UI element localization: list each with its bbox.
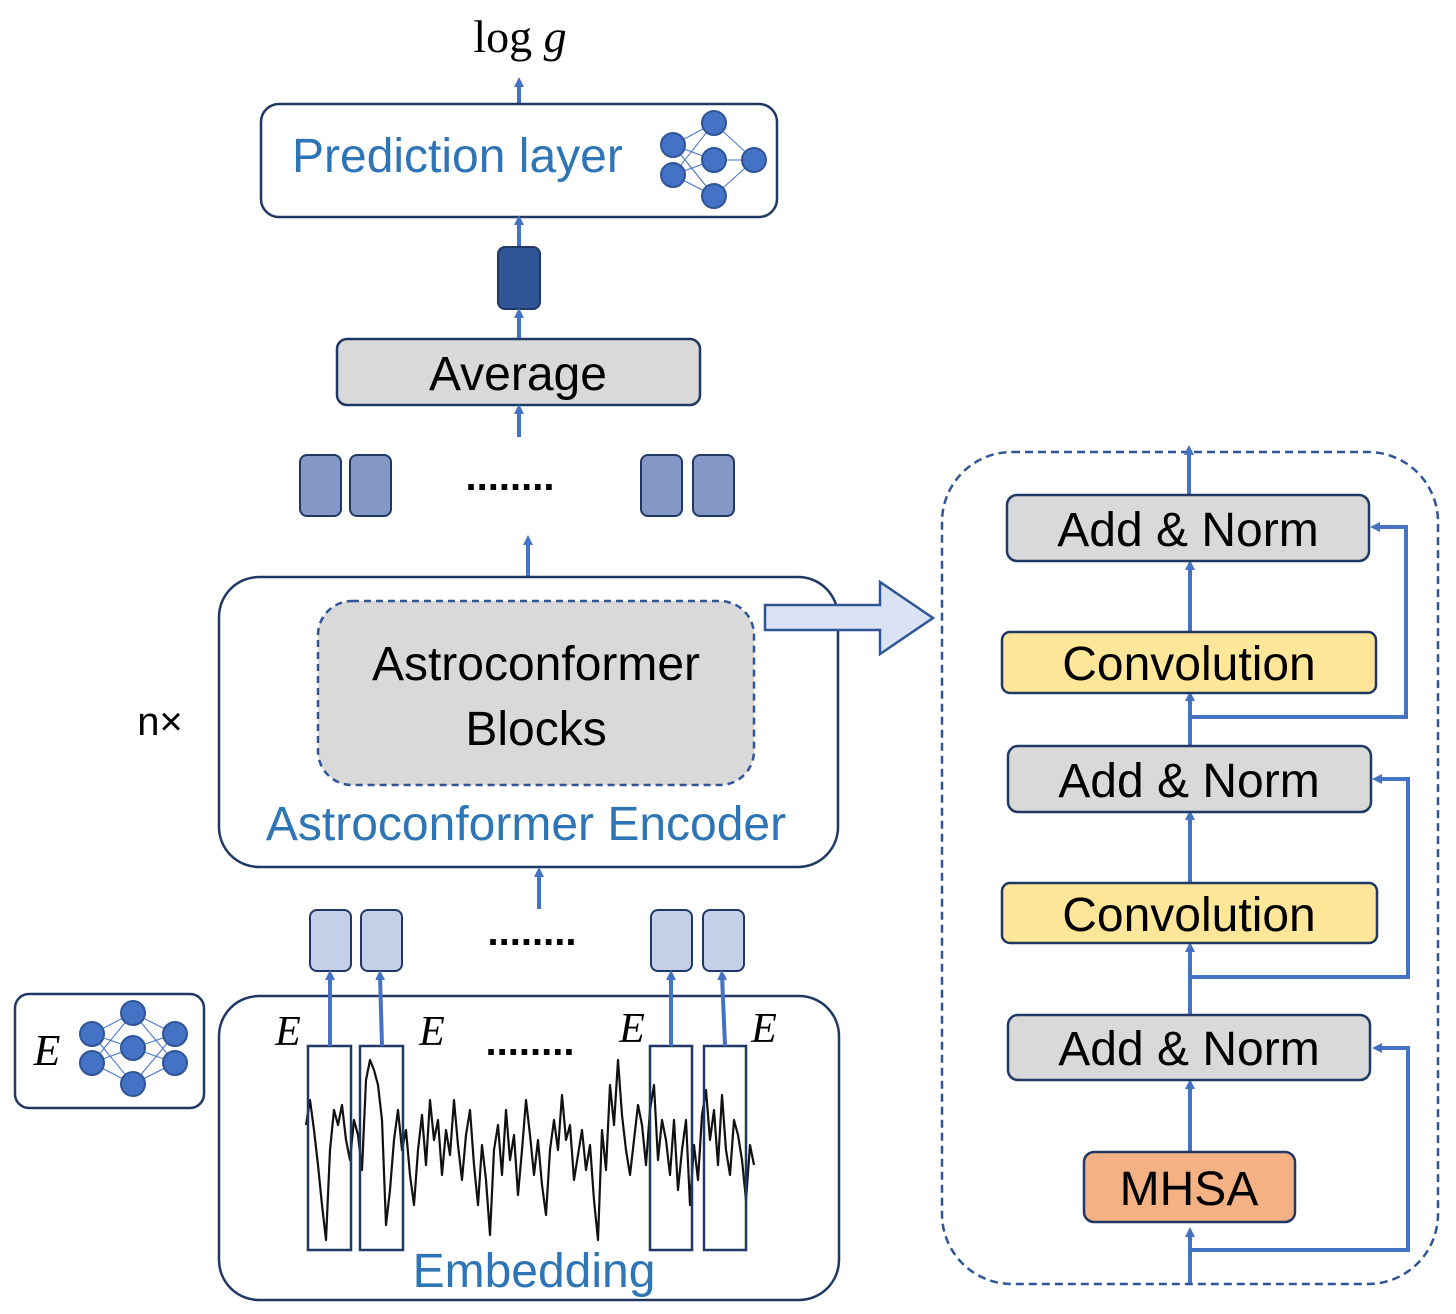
add-norm-label: Add & Norm bbox=[1057, 504, 1318, 557]
embedded-token bbox=[650, 909, 693, 972]
embedded-token bbox=[702, 909, 745, 972]
add-norm-label: Add & Norm bbox=[1058, 755, 1319, 808]
encoder-box: Astroconformer Blocks Astroconformer Enc… bbox=[217, 575, 840, 869]
encoded-tokens-ellipsis: ........ bbox=[466, 455, 555, 499]
encoder-title: Astroconformer Encoder bbox=[266, 798, 786, 851]
encoded-tokens: ........ bbox=[299, 454, 735, 517]
embedded-tokens-ellipsis: ........ bbox=[488, 910, 577, 954]
prediction-layer-box: Prediction layer bbox=[259, 102, 779, 219]
embedding-box: E E E E ........ Embedding bbox=[217, 970, 841, 1302]
average-box: Average bbox=[335, 337, 702, 407]
embedding-ellipsis: ........ bbox=[486, 1020, 575, 1064]
expand-arrow bbox=[763, 579, 936, 657]
convolution-label: Convolution bbox=[1062, 889, 1316, 942]
prediction-layer-label: Prediction layer bbox=[292, 130, 623, 183]
add-norm-box bbox=[1005, 493, 1371, 563]
encoded-token bbox=[349, 454, 392, 517]
repeat-label: n× bbox=[137, 700, 183, 744]
residual-connection bbox=[1190, 1043, 1410, 1252]
neural-net-icon bbox=[79, 1000, 188, 1097]
light-curve bbox=[304, 1058, 756, 1242]
output-label: log g bbox=[473, 11, 566, 62]
output-log: log bbox=[473, 11, 532, 62]
patch-arrow bbox=[717, 970, 728, 1047]
embedded-token bbox=[309, 909, 352, 972]
blocks-line-1: Astroconformer bbox=[372, 638, 700, 691]
encoded-token bbox=[640, 454, 683, 517]
residual-connection bbox=[1190, 774, 1410, 979]
patch-embed-symbol: E bbox=[274, 1009, 301, 1055]
astroconformer-blocks-box bbox=[316, 599, 756, 787]
output-g: g bbox=[544, 11, 567, 62]
average-label: Average bbox=[429, 348, 607, 401]
pooled-token bbox=[497, 246, 541, 310]
residual-connection bbox=[1190, 522, 1408, 719]
encoded-token bbox=[299, 454, 342, 517]
add-norm-label: Add & Norm bbox=[1058, 1023, 1319, 1076]
patch-embed-symbol: E bbox=[418, 1009, 445, 1055]
embedded-tokens: ........ bbox=[309, 909, 745, 972]
patch-arrow bbox=[375, 970, 386, 1047]
blocks-line-2: Blocks bbox=[465, 703, 606, 756]
embedding-network-legend: E bbox=[13, 992, 206, 1110]
embedding-label: Embedding bbox=[413, 1245, 656, 1298]
encoded-token bbox=[692, 454, 735, 517]
add-norm-box bbox=[1006, 1013, 1372, 1082]
mhsa-box bbox=[1082, 1150, 1297, 1224]
patch-embed-symbol: E bbox=[750, 1006, 777, 1052]
convolution-label: Convolution bbox=[1062, 638, 1316, 691]
mhsa-label: MHSA bbox=[1120, 1163, 1259, 1216]
add-norm-box bbox=[1006, 744, 1373, 814]
embedded-token bbox=[360, 909, 403, 972]
legend-embed-symbol: E bbox=[33, 1026, 61, 1075]
block-detail-panel: Add & Norm Convolution Add & Norm Convol… bbox=[940, 445, 1440, 1286]
neural-net-icon bbox=[660, 110, 767, 209]
convolution-box bbox=[1000, 881, 1379, 945]
patch-embed-symbol: E bbox=[618, 1006, 645, 1052]
convolution-box bbox=[1000, 630, 1378, 695]
